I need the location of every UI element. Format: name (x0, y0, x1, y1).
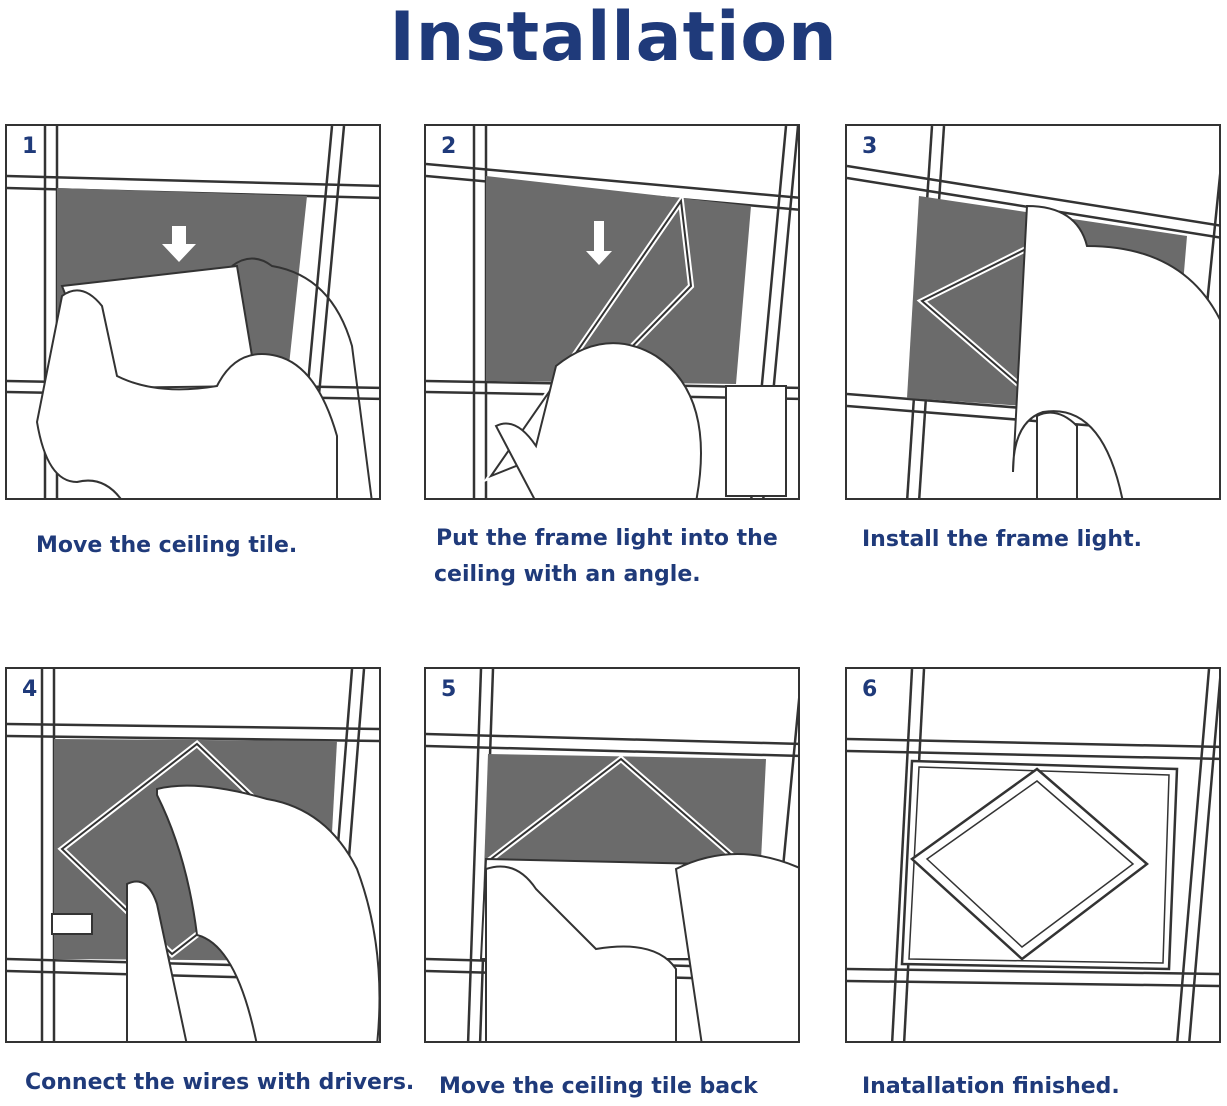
step-4-caption: Connect the wires with drivers. (25, 1070, 415, 1095)
step-2-caption-line1: Put the frame light into the (436, 526, 778, 551)
step-1-illustration: 1 (5, 124, 381, 500)
step-6-number: 6 (859, 677, 881, 702)
step-5-caption: Move the ceiling tile back (439, 1074, 758, 1099)
step-6-illustration: 6 (845, 667, 1221, 1043)
step-3-illustration: 3 (845, 124, 1221, 500)
step-4-number: 4 (19, 677, 41, 702)
step-5-illustration: 5 (424, 667, 800, 1043)
step-2-number: 2 (438, 134, 460, 159)
step-1-number: 1 (19, 134, 41, 159)
step-1-caption: Move the ceiling tile. (36, 533, 298, 558)
step-4-illustration: 4 (5, 667, 381, 1043)
step-3-caption: Install the frame light. (862, 527, 1142, 552)
step-6-caption: Inatallation finished. (862, 1074, 1120, 1099)
page-title: Installation (389, 0, 838, 77)
step-5-number: 5 (438, 677, 460, 702)
step-2-illustration: 2 (424, 124, 800, 500)
step-2-caption-line2: ceiling with an angle. (434, 562, 701, 587)
step-3-number: 3 (859, 134, 881, 159)
